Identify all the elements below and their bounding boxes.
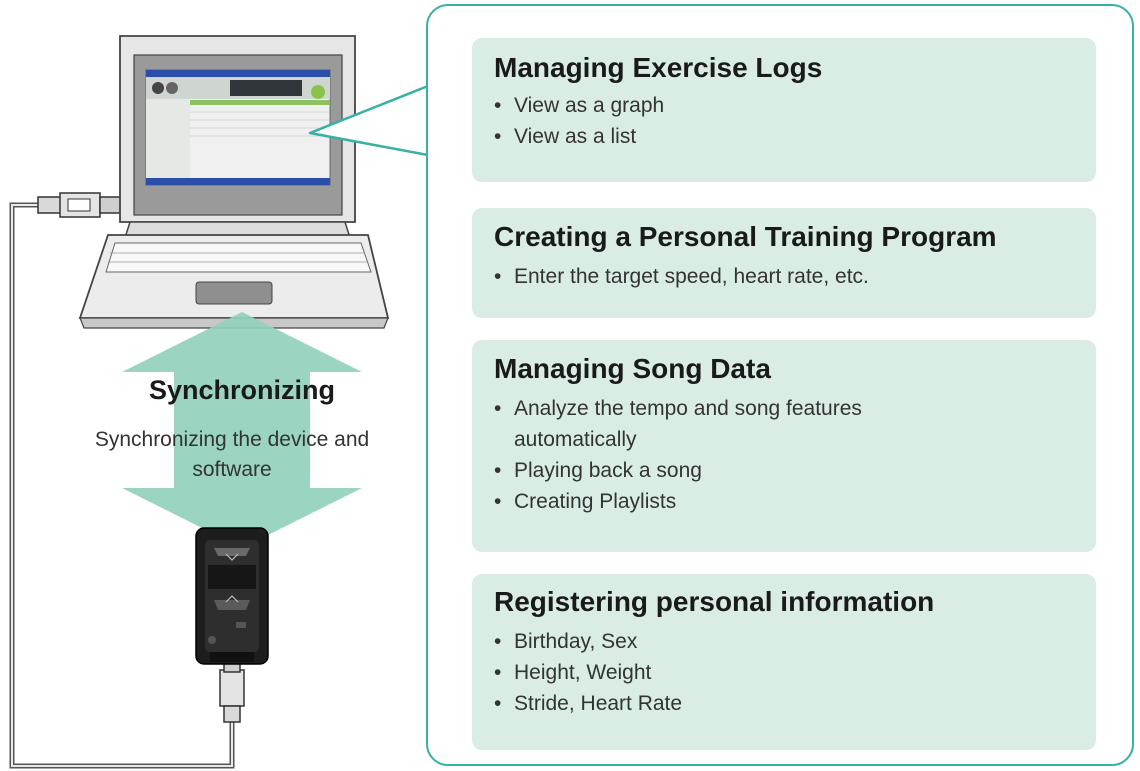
list-item: View as a list xyxy=(494,121,1074,152)
sync-title: Synchronizing xyxy=(148,375,335,405)
list-item: Playing back a song xyxy=(494,455,964,486)
list-item: Enter the target speed, heart rate, etc. xyxy=(494,261,1074,292)
device-cradle-icon xyxy=(195,527,269,665)
card-title: Registering personal information xyxy=(494,586,935,617)
double-arrow-icon xyxy=(122,312,362,548)
list-item: Stride, Heart Rate xyxy=(494,688,1074,719)
laptop-icon xyxy=(78,35,390,329)
sync-description: Synchronizing the device and software xyxy=(94,428,370,481)
list-item: Analyze the tempo and song features auto… xyxy=(494,393,964,455)
card-title: Managing Song Data xyxy=(494,353,771,384)
card-title: Managing Exercise Logs xyxy=(494,52,823,83)
usb-cable-icon xyxy=(9,192,245,769)
card-training-program: Creating a Personal Training Program Ent… xyxy=(472,208,1096,318)
list-item: Creating Playlists xyxy=(494,486,964,517)
list-item: Height, Weight xyxy=(494,657,1074,688)
list-item: View as a graph xyxy=(494,90,1074,121)
card-exercise-logs: Managing Exercise Logs View as a graph V… xyxy=(472,38,1096,182)
card-title: Creating a Personal Training Program xyxy=(494,221,997,252)
list-item: Birthday, Sex xyxy=(494,626,1074,657)
card-personal-info: Registering personal information Birthda… xyxy=(472,574,1096,750)
card-song-data: Managing Song Data Analyze the tempo and… xyxy=(472,340,1096,552)
